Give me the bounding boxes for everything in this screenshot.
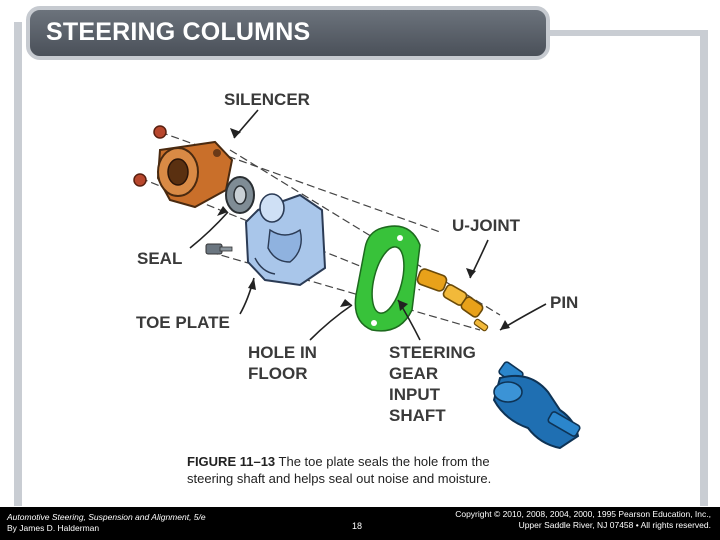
footer-bar: Automotive Steering, Suspension and Alig…: [0, 507, 720, 540]
bolt-left: [133, 173, 147, 187]
footer-copyright: Copyright © 2010, 2008, 2004, 2000, 1995…: [455, 509, 711, 531]
slide-title: STEERING COLUMNS: [46, 18, 311, 46]
caption-text: The toe plate seals the hole from the st…: [187, 454, 492, 486]
arrow-heads: [217, 128, 510, 330]
bolt-top: [153, 125, 167, 139]
footer-author: By James D. Halderman: [7, 523, 100, 533]
label-hole-in-floor-line2: FLOOR: [248, 364, 308, 383]
caption-figure-number: FIGURE 11–13: [187, 454, 276, 469]
floor-gasket-part: [354, 225, 421, 332]
label-hole-in-floor: HOLE IN FLOOR: [248, 342, 317, 384]
label-toe-plate: TOE PLATE: [136, 313, 230, 332]
footer-copyright-line1: Copyright © 2010, 2008, 2004, 2000, 1995…: [455, 509, 711, 519]
footer-book-info: Automotive Steering, Suspension and Alig…: [7, 512, 206, 534]
label-silencer: SILENCER: [224, 90, 310, 109]
label-sgis-line4: SHAFT: [389, 406, 446, 425]
slide-frame-left: [14, 22, 22, 506]
label-steering-gear-input-shaft: STEERING GEAR INPUT SHAFT: [389, 342, 476, 426]
footer-copyright-line2: Upper Saddle River, NJ 07458 • All right…: [518, 520, 711, 530]
silencer-part: [156, 140, 234, 209]
label-u-joint: U-JOINT: [452, 216, 520, 235]
label-hole-in-floor-line1: HOLE IN: [248, 343, 317, 362]
seal-part: [225, 176, 255, 214]
screw: [205, 243, 233, 255]
footer-book-title: Automotive Steering, Suspension and Alig…: [7, 512, 206, 522]
toe-plate-part: [244, 193, 327, 287]
label-sgis-line1: STEERING: [389, 343, 476, 362]
u-joint-part: [416, 268, 489, 332]
label-sgis-line3: INPUT: [389, 385, 440, 404]
slide-frame-top: [540, 30, 708, 36]
footer-page-number: 18: [352, 521, 363, 531]
steering-gear-part: [492, 361, 581, 450]
label-pin: PIN: [550, 293, 579, 312]
label-sgis-line2: GEAR: [389, 364, 439, 383]
label-seal: SEAL: [137, 249, 183, 268]
title-bar: STEERING COLUMNS: [26, 6, 550, 60]
figure-caption: FIGURE 11–13 The toe plate seals the hol…: [187, 453, 527, 487]
slide-frame-right: [700, 30, 708, 506]
